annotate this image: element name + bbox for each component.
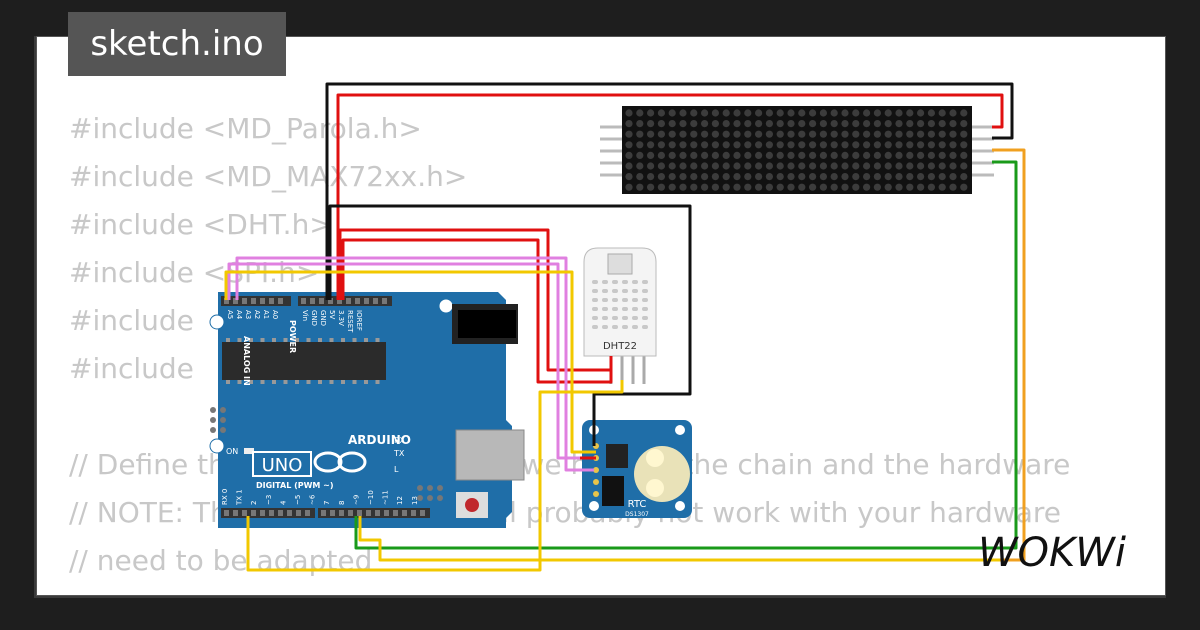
digital-pin-label: TX 1 — [236, 489, 244, 506]
tx-label: TX — [393, 449, 405, 458]
code-line: // need to be adapted — [69, 544, 373, 577]
on-label: ON — [226, 447, 238, 456]
analog-pin-label: A5 — [226, 310, 234, 319]
code-line: #include — [69, 352, 194, 385]
wires — [224, 82, 1026, 572]
power-pin-label: Vin — [301, 310, 309, 321]
analog-pin-label: A0 — [271, 310, 279, 319]
digital-pin-label: ~10 — [367, 490, 375, 505]
dht22-label: DHT22 — [603, 341, 637, 352]
digital-pin-label: 2 — [250, 501, 258, 505]
analog-pin-label: A4 — [235, 310, 243, 320]
rtc-chip-label: DS1307 — [625, 511, 649, 518]
digital-pin-label: ~6 — [309, 494, 317, 505]
power-pin-label: GND — [310, 310, 318, 326]
rx-label: RX — [394, 436, 406, 445]
arduino-uno-board[interactable]: UNO ARDUINO ON RX TX L DIGITAL (PWM ~) A… — [209, 292, 525, 528]
power-label: POWER — [288, 320, 297, 353]
digital-pin-label: 7 — [323, 501, 331, 505]
power-pin-label: 3.3V — [337, 310, 345, 326]
code-background: #include <MD_Parola.h> #include <MD_MAX72… — [69, 105, 1070, 595]
digital-pin-label: 13 — [411, 496, 419, 505]
code-line: #include <MD_Parola.h> — [69, 112, 422, 145]
power-pin-label: 5V — [328, 310, 336, 319]
board-brand: ARDUINO — [348, 433, 411, 447]
digital-pin-label: 12 — [396, 496, 404, 505]
dht22-sensor[interactable]: DHT22 — [583, 247, 657, 384]
code-line: #include <DHT.h> — [69, 208, 333, 241]
analog-pin-label: A3 — [244, 310, 252, 319]
power-pin-label: RESET — [346, 310, 354, 333]
code-line: #include — [69, 304, 194, 337]
code-line: #include <SPI.h> — [69, 256, 320, 289]
code-line: #include <MD_MAX72xx.h> — [69, 160, 468, 193]
l-label: L — [394, 465, 399, 474]
digital-pin-label: ~3 — [265, 495, 273, 505]
digital-pin-label: ~5 — [294, 495, 302, 505]
analog-pin-label: A2 — [253, 310, 261, 319]
digital-pin-label: ~11 — [382, 490, 390, 505]
wokwi-logo-text: WOKWi — [978, 530, 1126, 574]
digital-pin-label: RX 0 — [221, 489, 229, 505]
led-matrix-display[interactable] — [600, 106, 994, 194]
digital-label: DIGITAL (PWM ~) — [256, 481, 334, 490]
file-tab[interactable]: sketch.ino — [68, 12, 286, 76]
power-pin-label: GND — [319, 310, 327, 326]
rtc-module[interactable]: RTC DS1307 — [582, 420, 692, 518]
wokwi-logo: WOKWi — [978, 530, 1126, 574]
code-line: #define HARDWARE_TYPE MD_MAX72XX::PAROLA… — [69, 585, 1070, 595]
digital-pin-label: 8 — [338, 501, 346, 505]
analog-label: ANALOG IN — [242, 336, 251, 386]
digital-pin-label: 4 — [279, 500, 287, 505]
board-model: UNO — [262, 455, 303, 476]
power-pin-label: IOREF — [355, 310, 363, 331]
analog-pin-label: A1 — [262, 310, 270, 319]
digital-pin-label: ~9 — [352, 495, 360, 505]
rtc-label: RTC — [628, 499, 647, 510]
